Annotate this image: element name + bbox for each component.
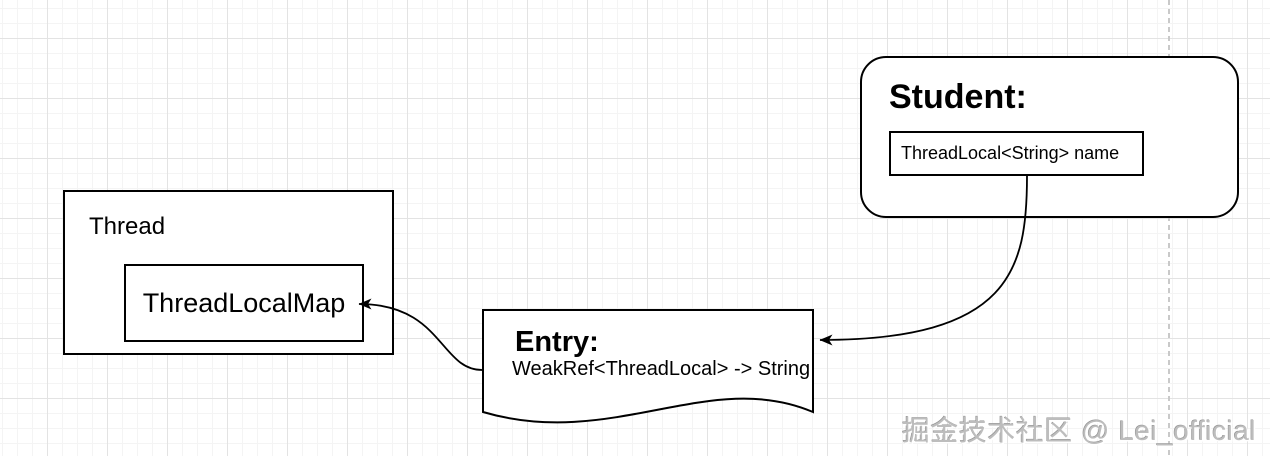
arrow-student-to-entry[interactable]: [819, 175, 1028, 346]
entry-detail: WeakRef<ThreadLocal> -> String: [512, 358, 811, 380]
thread-title: Thread: [89, 213, 166, 240]
student-title: Student:: [889, 78, 1027, 116]
thread-node[interactable]: Thread ThreadLocalMap: [63, 190, 394, 355]
arrow-entry-to-map[interactable]: [358, 298, 484, 371]
entry-document-shape[interactable]: [482, 309, 814, 424]
student-field-box[interactable]: ThreadLocal<String> name: [889, 131, 1144, 176]
student-field-label: ThreadLocal<String> name: [901, 143, 1120, 163]
watermark: 掘金技术社区 @ Lei_official: [901, 415, 1256, 446]
entry-title: Entry:: [515, 326, 599, 358]
threadlocalmap-label: ThreadLocalMap: [142, 287, 346, 318]
student-node[interactable]: Student: ThreadLocal<String> name: [860, 56, 1239, 218]
page-boundary-dashed-line: [1168, 0, 1170, 456]
